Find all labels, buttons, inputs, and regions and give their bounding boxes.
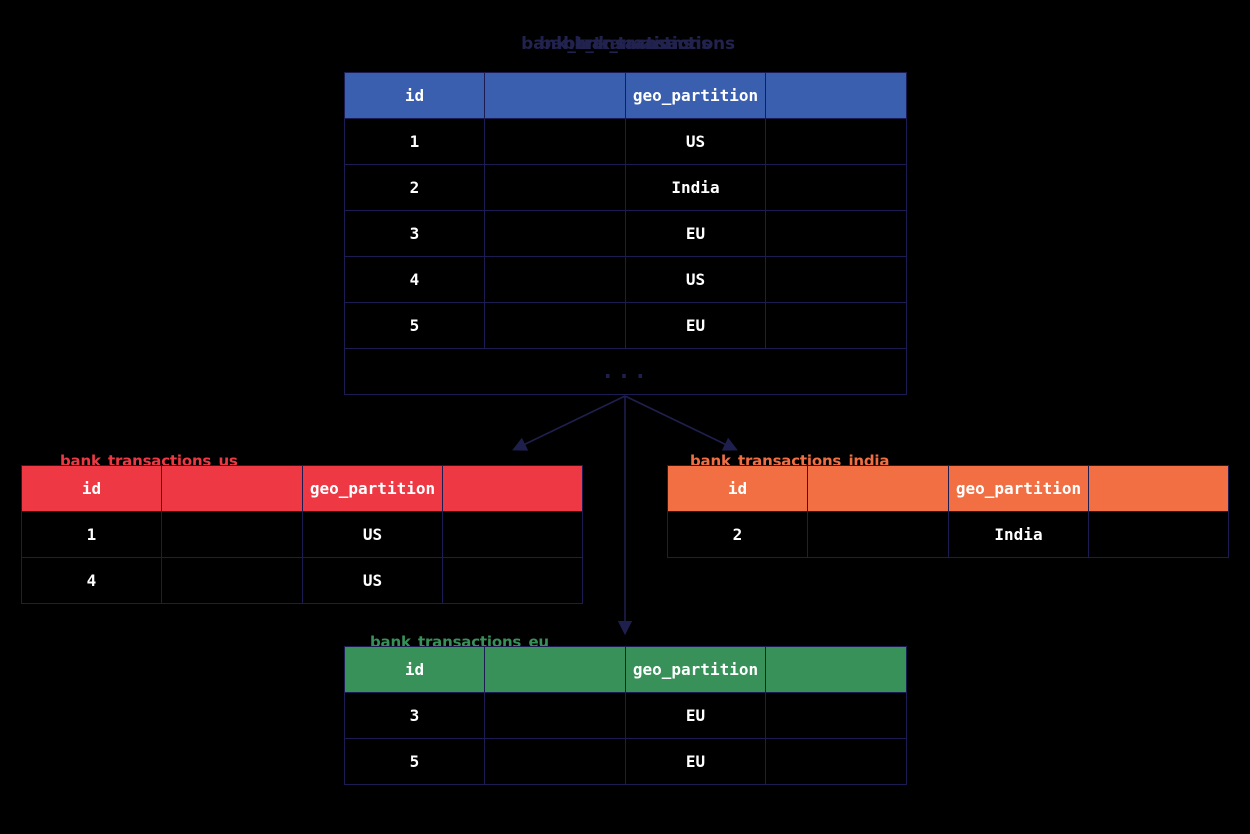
cell-blank-1	[484, 164, 626, 211]
root-table-title-ghost-a: bank_transactions	[521, 34, 693, 54]
table-row: 4 US	[21, 557, 583, 604]
cell-blank-2	[765, 210, 907, 257]
cell-blank-2	[442, 511, 583, 558]
root-table-title-text: bank_transactions	[539, 34, 711, 54]
table-row: 5 EU	[344, 738, 907, 785]
table-row: 3 EU	[344, 210, 907, 257]
cell-blank-2	[765, 118, 907, 165]
cell-blank-2	[765, 302, 907, 349]
more-rows-indicator: ...	[344, 348, 907, 395]
column-header-id: id	[21, 465, 162, 512]
cell-geo-partition: EU	[625, 692, 766, 739]
column-header-blank-2	[442, 465, 583, 512]
table-row: 1 US	[21, 511, 583, 558]
table-row: 2 India	[344, 164, 907, 211]
table-row: 3 EU	[344, 692, 907, 739]
table-header-row: id geo_partition	[21, 465, 583, 512]
cell-blank-2	[1088, 511, 1229, 558]
column-header-blank-2	[765, 72, 907, 119]
column-header-geo-partition: geo_partition	[625, 72, 766, 119]
cell-blank-1	[161, 511, 303, 558]
cell-geo-partition: EU	[625, 738, 766, 785]
cell-blank-1	[484, 692, 626, 739]
cell-blank-2	[765, 164, 907, 211]
column-header-blank-1	[484, 646, 626, 693]
cell-blank-2	[765, 692, 907, 739]
cell-blank-2	[765, 256, 907, 303]
cell-geo-partition: India	[625, 164, 766, 211]
cell-geo-partition: EU	[625, 210, 766, 257]
column-header-geo-partition: geo_partition	[948, 465, 1089, 512]
cell-blank-1	[807, 511, 949, 558]
cell-geo-partition: US	[625, 118, 766, 165]
column-header-geo-partition: geo_partition	[302, 465, 443, 512]
cell-id: 3	[344, 692, 485, 739]
table-header-row: id geo_partition	[667, 465, 1229, 512]
cell-blank-1	[161, 557, 303, 604]
cell-id: 2	[344, 164, 485, 211]
table-row: 1 US	[344, 118, 907, 165]
cell-blank-1	[484, 302, 626, 349]
cell-id: 4	[344, 256, 485, 303]
column-header-blank-2	[765, 646, 907, 693]
table-row: 5 EU	[344, 302, 907, 349]
table-header-row: id geo_partition	[344, 646, 907, 693]
table-bank-transactions-eu: id geo_partition 3 EU 5 EU	[344, 646, 907, 785]
cell-blank-1	[484, 210, 626, 257]
cell-blank-1	[484, 118, 626, 165]
table-row: 4 US	[344, 256, 907, 303]
cell-geo-partition: India	[948, 511, 1089, 558]
cell-geo-partition: US	[625, 256, 766, 303]
cell-id: 3	[344, 210, 485, 257]
table-row: 2 India	[667, 511, 1229, 558]
table-bank-transactions-india: id geo_partition 2 India	[667, 465, 1229, 558]
cell-id: 5	[344, 302, 485, 349]
cell-id: 5	[344, 738, 485, 785]
cell-geo-partition: EU	[625, 302, 766, 349]
arrow-to-india	[624, 395, 738, 451]
column-header-blank-1	[807, 465, 949, 512]
cell-id: 1	[21, 511, 162, 558]
column-header-blank-2	[1088, 465, 1229, 512]
table-bank-transactions: id geo_partition 1 US 2 India 3	[344, 72, 907, 395]
table-header-row: id geo_partition	[344, 72, 907, 119]
column-header-blank-1	[161, 465, 303, 512]
root-table-title: bank_transactions bank_transactions bank…	[0, 34, 1250, 54]
cell-blank-2	[442, 557, 583, 604]
cell-id: 1	[344, 118, 485, 165]
cell-id: 2	[667, 511, 808, 558]
root-table-title-ghost-b: bank_transactions	[563, 34, 735, 54]
column-header-blank-1	[484, 72, 626, 119]
cell-blank-1	[484, 256, 626, 303]
arrow-to-us	[512, 395, 626, 451]
cell-blank-1	[484, 738, 626, 785]
cell-blank-2	[765, 738, 907, 785]
cell-geo-partition: US	[302, 511, 443, 558]
cell-id: 4	[21, 557, 162, 604]
table-bank-transactions-us: id geo_partition 1 US 4 US	[21, 465, 583, 604]
column-header-id: id	[344, 646, 485, 693]
column-header-id: id	[344, 72, 485, 119]
column-header-geo-partition: geo_partition	[625, 646, 766, 693]
column-header-id: id	[667, 465, 808, 512]
cell-geo-partition: US	[302, 557, 443, 604]
table-row-more: ...	[344, 348, 907, 395]
